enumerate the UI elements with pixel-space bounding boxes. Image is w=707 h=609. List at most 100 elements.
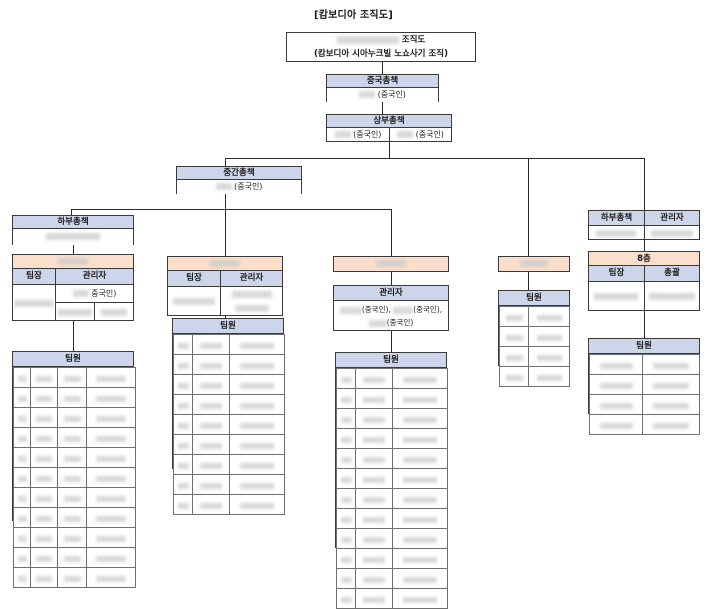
redacted-name [72, 290, 89, 297]
connector-branch-4-to-members [528, 272, 529, 290]
root-node-suffix: 조직도 [401, 35, 426, 45]
branch-3-manager-line-1: (중국인), (중국인), [334, 303, 448, 316]
redacted-name [200, 442, 222, 449]
redacted-name [96, 475, 126, 482]
branch-1-role-manager: 관리자 [55, 269, 133, 284]
table-cell-redacted [192, 494, 230, 515]
node-middle-chief: 중간총책 (중국인) [176, 166, 302, 194]
branch-1-role-values: 중국인) [13, 285, 133, 321]
redacted-name [210, 260, 240, 267]
table-row [173, 474, 285, 495]
table-cell-redacted [589, 374, 643, 395]
branch-2-leader-value [168, 287, 221, 316]
branch-3-manager-values: (중국인), (중국인), (중국인) [334, 301, 448, 333]
redacted-name [63, 375, 81, 382]
table-cell-redacted [30, 487, 58, 508]
connector-bus-to-branch5 [644, 158, 645, 210]
branch-5-header-manager: 관리자 [644, 211, 699, 225]
table-cell-redacted [392, 548, 448, 569]
branch-5-role-values [589, 282, 699, 311]
redacted-name [177, 462, 189, 469]
redacted-name [177, 482, 189, 489]
table-cell-redacted [86, 547, 136, 568]
branch-3-members-table: 팀원 [335, 352, 448, 609]
redacted-name [599, 362, 633, 369]
table-cell-redacted [30, 387, 58, 408]
table-cell-redacted [173, 334, 193, 355]
table-cell-redacted [57, 507, 87, 528]
branch-1-team-block: 팀장 관리자 중국인) [12, 254, 134, 321]
redacted-name [200, 482, 222, 489]
redacted-name [200, 342, 222, 349]
table-row [336, 508, 448, 529]
table-cell-redacted [355, 368, 393, 389]
redacted-name [397, 131, 414, 138]
table-cell-redacted [392, 488, 448, 509]
node-middle-chief-header: 중간총책 [177, 167, 301, 180]
nationality-label: (중국인) [415, 130, 444, 139]
redacted-name [403, 516, 437, 523]
connector-branch-5-internal [644, 240, 645, 251]
table-cell-redacted [57, 407, 87, 428]
table-cell-redacted [173, 454, 193, 475]
redacted-name [17, 375, 27, 382]
redacted-name [363, 536, 385, 543]
redacted-name [17, 395, 27, 402]
redacted-name [393, 306, 414, 314]
table-cell-redacted [13, 447, 31, 468]
redacted-name [363, 496, 385, 503]
redacted-name [36, 515, 52, 522]
redacted-name [200, 422, 222, 429]
branch-5-lower-chief-value [589, 226, 645, 241]
redacted-name [403, 576, 437, 583]
table-cell-redacted [336, 568, 356, 589]
branch-1-manager-row-1: 중국인) [56, 285, 133, 303]
branch-1-lower-chief-header: 하부총책 [13, 216, 133, 229]
table-cell-redacted [336, 368, 356, 389]
table-cell-redacted [30, 547, 58, 568]
table-row [499, 366, 570, 387]
table-cell-redacted [642, 394, 700, 415]
redacted-name [403, 596, 437, 603]
table-row [13, 547, 136, 568]
branch-5-members-table: 팀원 [588, 338, 700, 435]
redacted-name [231, 290, 272, 298]
connector-main-bus [225, 158, 644, 159]
table-row [499, 306, 570, 327]
table-row [13, 427, 136, 448]
redacted-name [340, 536, 352, 543]
branch-5-leader-value [589, 282, 645, 311]
redacted-name [17, 415, 27, 422]
node-china-chief: 중국총책 (중국인) [326, 74, 439, 102]
branch-3-manager-line-2: (중국인) [334, 316, 448, 329]
table-cell-redacted [642, 374, 700, 395]
connector-middle-drop [225, 194, 226, 209]
table-cell-redacted [392, 368, 448, 389]
redacted-name [403, 556, 437, 563]
redacted-name [46, 233, 100, 240]
redacted-name [36, 375, 52, 382]
redacted-name [340, 376, 352, 383]
table-cell-redacted [229, 394, 285, 415]
redacted-name [596, 230, 637, 237]
redacted-name [403, 396, 437, 403]
table-cell-redacted [173, 374, 193, 395]
branch-5-role-chief: 총괄 [644, 266, 699, 281]
table-row [336, 408, 448, 429]
upper-chief-member-1: (중국인) [327, 128, 389, 142]
redacted-name [363, 376, 385, 383]
redacted-name [340, 416, 352, 423]
table-cell-redacted [192, 374, 230, 395]
redacted-name [36, 455, 52, 462]
branch-5-manager-value [645, 226, 700, 241]
connector-china-to-upper [382, 102, 383, 114]
branch-1-leader-value [13, 285, 56, 321]
redacted-name [63, 475, 81, 482]
table-cell-redacted [336, 588, 356, 609]
redacted-name [177, 382, 189, 389]
node-upper-chief: 상부총책 (중국인) (중국인) [326, 114, 452, 142]
node-china-chief-header: 중국총책 [327, 75, 438, 88]
connector-branch-2-to-members [225, 316, 226, 318]
nationality-label: (중국인) [353, 130, 382, 139]
redacted-name [240, 462, 274, 469]
